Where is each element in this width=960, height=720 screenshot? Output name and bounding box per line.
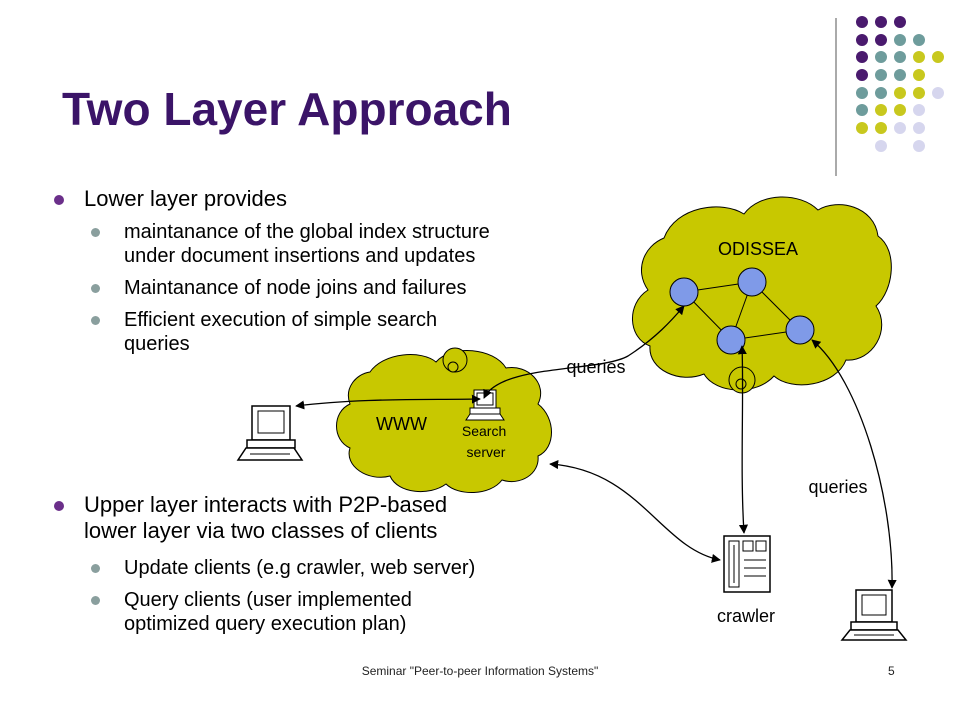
arrow-user-to-odissea	[811, 339, 897, 589]
page-number: 5	[888, 664, 895, 678]
odissea-label: ODISSEA	[718, 239, 798, 259]
peer-node	[716, 325, 746, 355]
arrow-search-server-to-odissea	[483, 305, 685, 399]
slide-footer: Seminar "Peer-to-peer Information System…	[361, 664, 599, 678]
sub-bullet-query-clients: Query clients (user implemented optimize…	[50, 588, 640, 636]
queries-label: queries	[808, 477, 867, 497]
search-server-label-line: server	[467, 444, 506, 460]
sub-bullet-node-joins: Maintanance of node joins and failures	[50, 276, 640, 300]
bullet-upper-layer: Upper layer interacts with P2P-based low…	[50, 492, 640, 544]
arrow-crawler-to-odissea	[737, 345, 749, 534]
sub-bullet-line: optimized query execution plan)	[124, 613, 407, 635]
peer-node	[785, 315, 815, 345]
sub-bullet-line: under document insertions and updates	[124, 245, 476, 267]
computer-icon	[840, 589, 908, 641]
slide-title: Two Layer Approach	[62, 83, 512, 135]
cloud-bubble	[447, 361, 459, 373]
search-server-label-line: Search	[462, 423, 506, 439]
bullet-lower-layer: Lower layer provides	[50, 186, 640, 212]
arrow-crawler-to-www	[549, 460, 721, 563]
sub-bullet-search-queries: Efficient execution of simple search que…	[50, 308, 640, 356]
computer-icon	[236, 405, 304, 461]
decorative-dot-grid	[835, 16, 944, 176]
peer-node	[669, 277, 699, 307]
sub-bullet-index-maintenance: maintanance of the global index structur…	[50, 220, 640, 268]
sub-bullet-line: queries	[124, 333, 190, 355]
crawler-server-icon	[723, 535, 771, 593]
www-cloud	[336, 350, 552, 494]
cloud-bubble	[735, 378, 747, 390]
bullet-list: Lower layer provides maintanance of the …	[50, 186, 640, 636]
search-server-label: Search server	[462, 423, 510, 460]
queries-label: queries	[566, 357, 625, 377]
bullet-line: lower layer via two classes of clients	[84, 518, 438, 543]
bullet-line: Upper layer interacts with P2P-based	[84, 492, 448, 517]
sub-bullet-line: Query clients (user implemented	[124, 589, 412, 611]
sub-bullet-line: maintanance of the global index structur…	[124, 221, 490, 243]
sub-bullet-update-clients: Update clients (e.g crawler, web server)	[50, 556, 640, 580]
odissea-network	[669, 267, 815, 355]
crawler-label: crawler	[717, 606, 775, 626]
sub-bullet-line: Efficient execution of simple search	[124, 309, 438, 331]
www-label: WWW	[376, 414, 427, 434]
arrow-user-to-search-server	[295, 394, 481, 410]
peer-node	[737, 267, 767, 297]
